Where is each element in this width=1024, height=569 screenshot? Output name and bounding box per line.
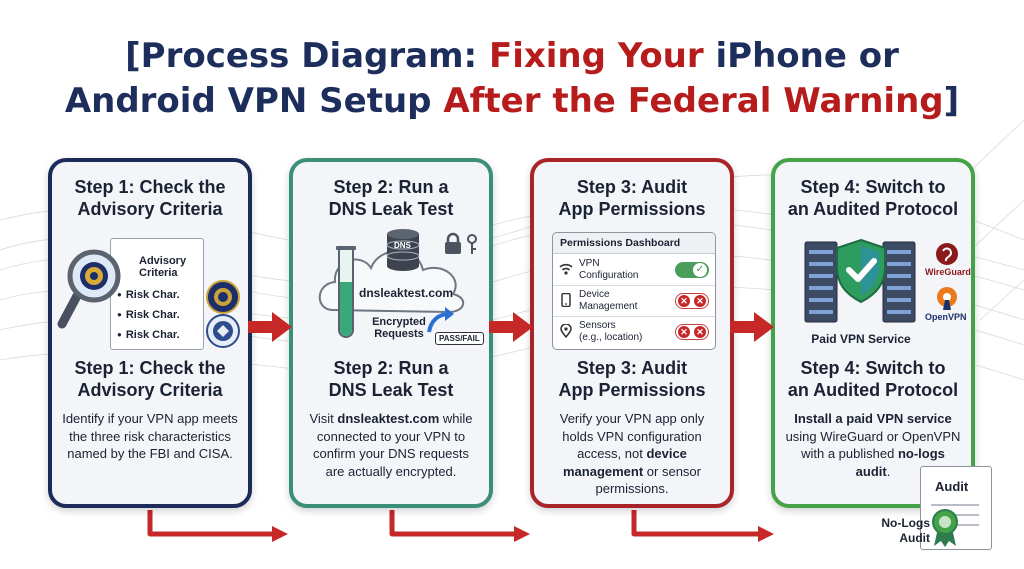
wireguard-logo-icon [936, 243, 958, 265]
dashboard-title: Permissions Dashboard [553, 233, 715, 254]
openvpn-label: OpenVPN [925, 312, 967, 322]
location-pin-icon [560, 324, 572, 338]
step-1-description: Identify if your VPN app meets the three… [62, 411, 238, 461]
risk-item: Risk Char. [117, 289, 180, 301]
pass-fail-stamp: PASS/FAIL [435, 332, 484, 345]
award-ribbon-icon [932, 509, 958, 547]
arrow-step-3-to-4 [730, 312, 774, 342]
step-1-heading: Step 1: Check the Advisory Criteria [74, 177, 226, 219]
cisa-seal-icon [206, 314, 240, 348]
step-2-heading: Step 2: Run a DNS Leak Test [328, 177, 454, 219]
sensors-toggle[interactable]: ✕✕ [675, 324, 709, 340]
audit-doc-title: Audit [935, 479, 969, 494]
under-arrow-3 [631, 510, 760, 537]
step-3-heading: Step 3: Audit App Permissions [558, 177, 706, 219]
server-rack-icon [804, 241, 916, 323]
under-arrow-2 [389, 510, 516, 537]
under-arrows [147, 510, 774, 542]
advisory-criteria-label: Advisory Criteria [139, 255, 187, 279]
lock-icon [445, 232, 461, 254]
risk-item: Risk Char. [117, 309, 180, 321]
step-4-description: Install a paid VPN service using WireGua… [785, 411, 961, 479]
audit-document: Audit [920, 466, 992, 550]
vpn-configuration-toggle[interactable] [675, 262, 709, 278]
step-4-card: Step 4: Switch to an Audited Protocol Wi… [771, 158, 975, 508]
title-line-2: Android VPN Setup After the Federal Warn… [64, 81, 960, 121]
step-4-heading: Step 4: Switch to an Audited Protocol [787, 177, 959, 219]
no-logs-audit-caption: No-Logs Audit [881, 516, 930, 545]
step-1-card: Step 1: Check the Advisory Criteria Advi… [48, 158, 252, 508]
title-line-1: [Process Diagram: Fixing Your iPhone or [125, 36, 899, 76]
site-label: dnsleaktest.com [359, 286, 454, 300]
risk-item: Risk Char. [117, 329, 180, 341]
step-3-description: Verify your VPN app only holds VPN confi… [559, 411, 705, 496]
step-2-subheading: Step 2: Run a DNS Leak Test [328, 358, 454, 400]
shield-check-icon [836, 238, 886, 304]
step-4-subheading: Step 4: Switch to an Audited Protocol [787, 358, 959, 400]
permission-row-sensors: Sensors(e.g., location) ✕✕ [553, 317, 715, 347]
advisory-document: Advisory Criteria Risk Char. Risk Char. … [110, 238, 204, 350]
step-3-subheading: Step 3: Audit App Permissions [558, 358, 706, 400]
arrow-step-1-to-2 [248, 312, 292, 342]
diagram-title: [Process Diagram: Fixing Your iPhone or … [0, 34, 1024, 124]
step-2-description: Visit dnsleaktest.com while connected to… [309, 411, 473, 479]
device-management-toggle[interactable]: ✕✕ [675, 293, 709, 309]
database-icon [386, 229, 420, 271]
test-tube-icon [336, 246, 356, 338]
wifi-icon [559, 263, 573, 275]
phone-icon [561, 293, 571, 307]
paid-vpn-service-label: Paid VPN Service [811, 332, 911, 346]
encrypted-requests-label: Encrypted Requests [372, 316, 426, 340]
openvpn-logo-icon [937, 287, 957, 310]
step-3-card: Step 3: Audit App Permissions Permission… [530, 158, 734, 508]
fbi-seal-icon [206, 280, 240, 314]
wireguard-label: WireGuard [925, 267, 971, 277]
curved-arrow-icon [427, 307, 454, 333]
key-icon [467, 234, 477, 254]
dns-label: DNS [394, 241, 411, 250]
under-arrow-1 [147, 510, 274, 537]
step-2-card: Step 2: Run a DNS Leak Test DNS dnsleakt… [289, 158, 493, 508]
step-1-subheading: Step 1: Check the Advisory Criteria [74, 358, 226, 400]
arrow-step-2-to-3 [489, 312, 533, 342]
magnifying-glass-icon [57, 249, 121, 329]
